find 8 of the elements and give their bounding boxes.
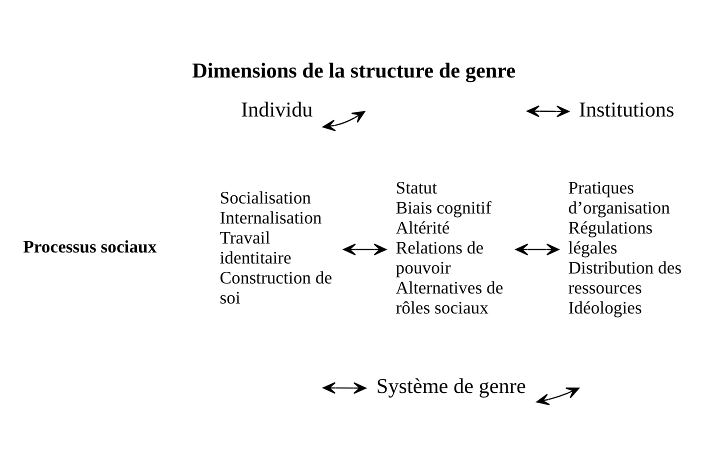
node-text: Individu	[240, 97, 312, 122]
node-text: Système de genre	[376, 374, 526, 398]
label: Processus sociaux	[22, 236, 156, 256]
node-text: Socialisation Internalisation Travail identitaire Construction de soi	[219, 188, 332, 308]
node-text: Pratiques d’organisation Régulations légales Distribution des ressources Idéologies	[568, 178, 682, 318]
node-text: Statut Biais cognitif Altérité Relations de pouvoir Alternatives de rôles sociaux	[395, 178, 503, 318]
diagram-title: Dimensions de la structure de genre	[192, 58, 516, 82]
node-text: Institutions	[578, 97, 674, 122]
